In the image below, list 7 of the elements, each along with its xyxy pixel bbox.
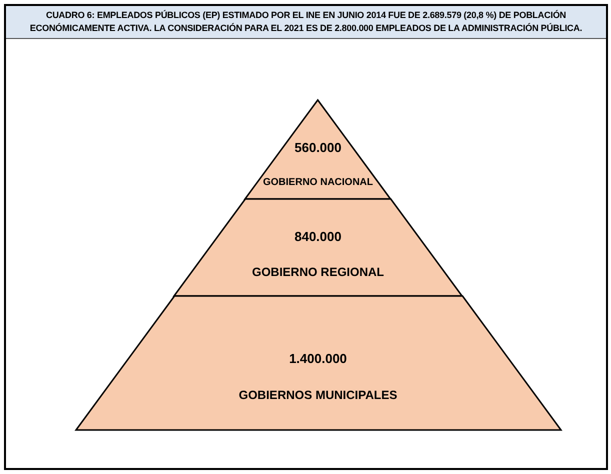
tier-label: GOBIERNO REGIONAL — [252, 265, 384, 279]
tier-value: 560.000 — [294, 140, 342, 155]
title-banner: CUADRO 6: EMPLEADOS PÚBLICOS (EP) ESTIMADO POR EL INE EN JUNIO 2014 FUE DE 2.689.579 (20,8 %) DE POBLACIÓN ECONÓMICAMENTE ACTIVA. LA CONSIDERACIÓN PARA EL 2021 ES DE 2.800.000 EMPLEADOS DE LA ADMINISTRACIÓN PÚBLICA. — [6, 6, 606, 39]
tier-value: 1.400.000 — [289, 351, 347, 366]
tier-label: GOBIERNOS MUNICIPALES — [238, 388, 398, 402]
tier-value: 840.000 — [294, 229, 342, 244]
tier-label: GOBIERNO NACIONAL — [263, 177, 373, 188]
